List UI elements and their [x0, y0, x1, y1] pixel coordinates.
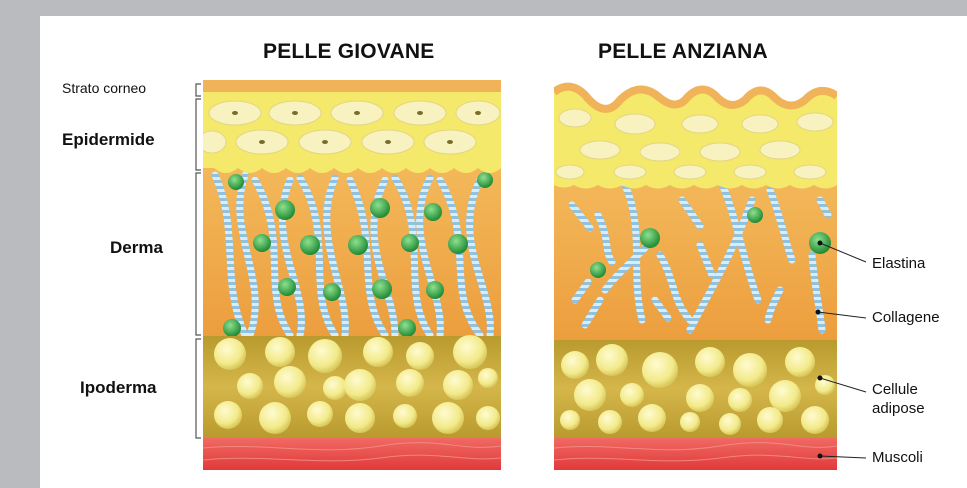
label-epidermide: Epidermide [62, 130, 155, 150]
old-skin-title: PELLE ANZIANA [598, 40, 768, 64]
label-collagene: Collagene [872, 309, 940, 326]
label-cellule: Cellule [872, 381, 918, 398]
young-skin-block [198, 80, 501, 470]
label-muscoli: Muscoli [872, 449, 923, 466]
young-muscle [203, 438, 501, 470]
label-elastina: Elastina [872, 255, 925, 272]
young-stratum-corneum [203, 80, 501, 92]
label-strato-corneo: Strato corneo [62, 80, 146, 96]
old-muscle [554, 438, 837, 470]
label-ipoderma: Ipoderma [80, 378, 157, 398]
old-skin-block [554, 87, 837, 470]
label-adipose: adipose [872, 400, 925, 417]
young-skin-title: PELLE GIOVANE [263, 40, 434, 64]
label-derma: Derma [110, 238, 163, 258]
layer-brackets [196, 84, 201, 438]
